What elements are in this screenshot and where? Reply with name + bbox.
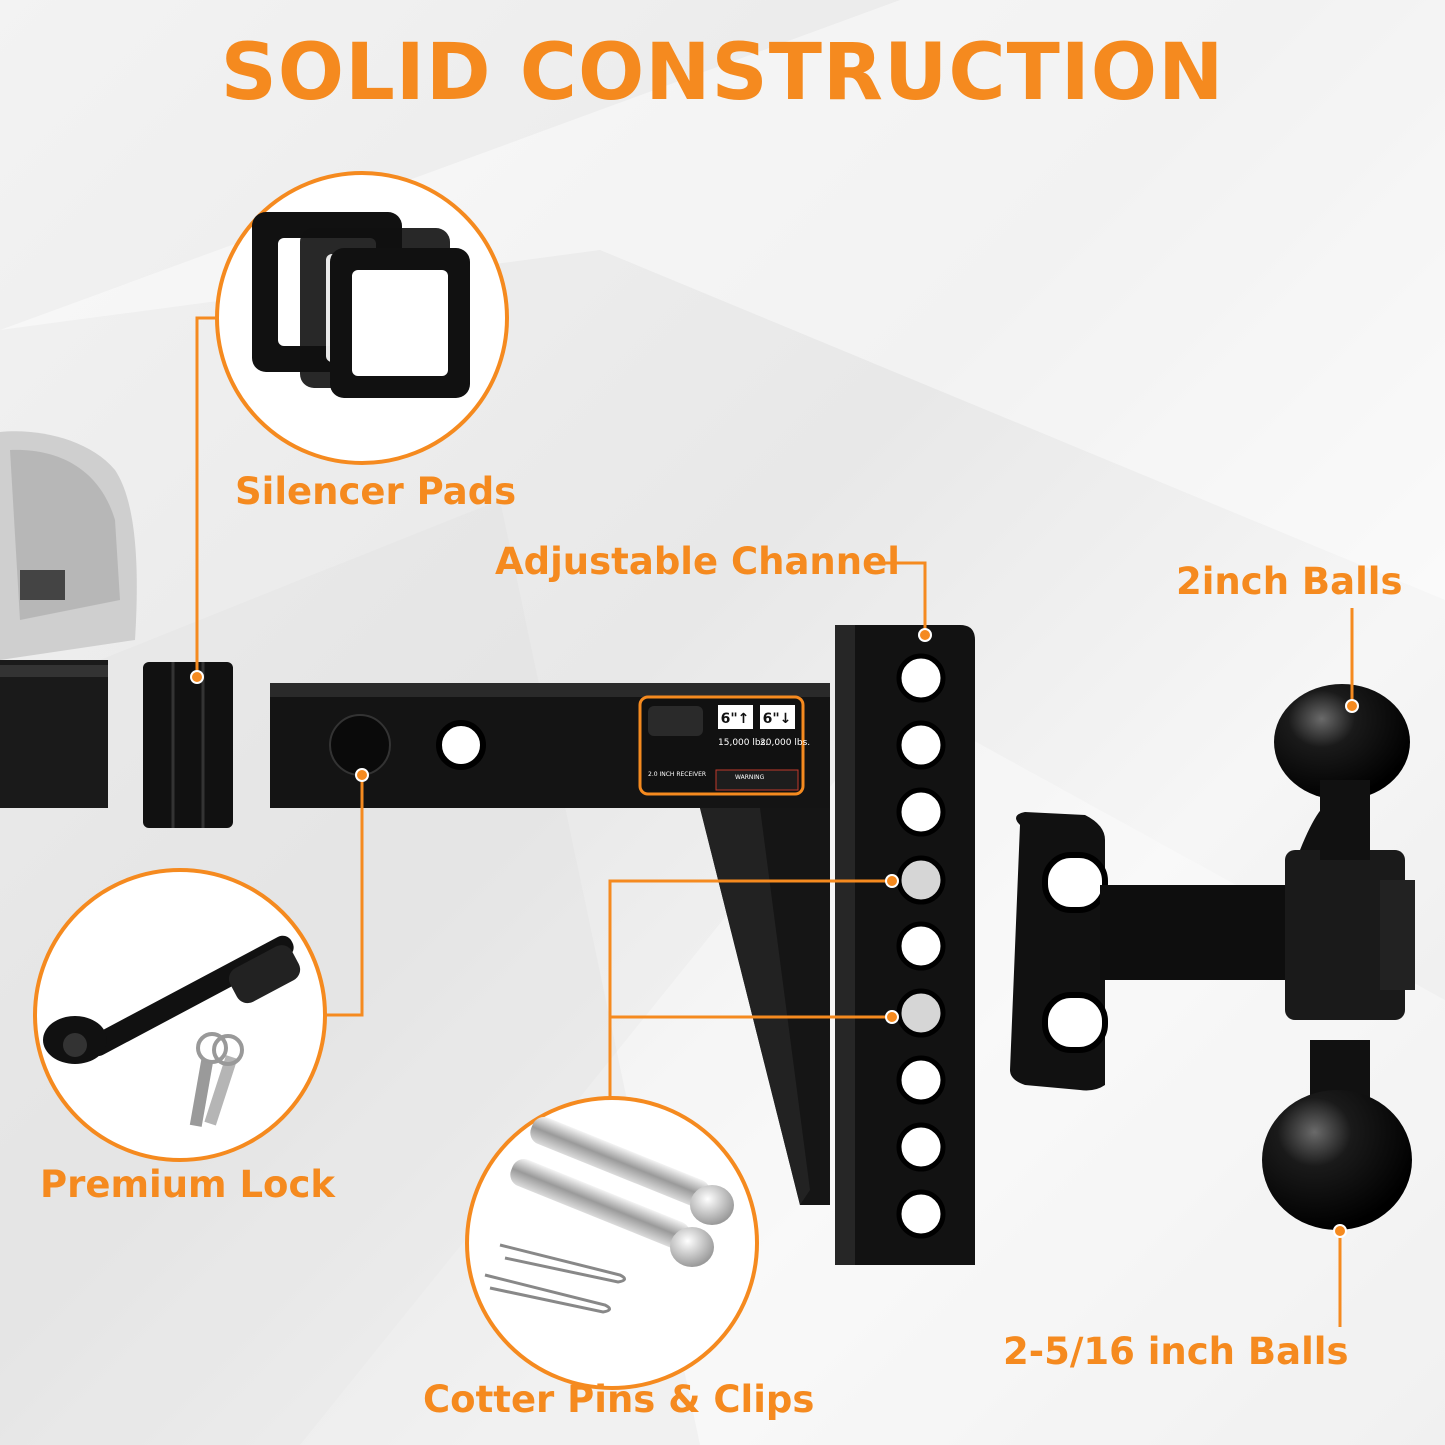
label-premium-lock: Premium Lock (40, 1163, 336, 1206)
premium-lock-callout (33, 868, 327, 1162)
channel-hole (896, 1189, 946, 1239)
vehicle-bumper (0, 431, 137, 808)
channel-hole (896, 921, 946, 971)
product-sticker: 6"↑ 6"↓ 15,000 lbs. 20,000 lbs. 2.0 INCH… (638, 695, 810, 796)
sticker-rise-badge: 6"↑ (721, 711, 750, 727)
sticker-rating-right: 20,000 lbs. (760, 738, 810, 748)
ball-mount-part (1010, 800, 1415, 1091)
silencer-pad-part (143, 662, 233, 828)
leader-lines (195, 316, 1354, 1327)
channel-hole (896, 720, 946, 770)
channel-holes (896, 653, 946, 1239)
two-inch-ball (1274, 684, 1410, 860)
label-silencer-pads: Silencer Pads (235, 470, 517, 513)
cotter-pins-image (484, 1117, 734, 1314)
leader-dots (190, 628, 1359, 1238)
label-two-inch-balls: 2inch Balls (1176, 560, 1403, 603)
channel-hole (896, 653, 946, 703)
sticker-product-line: 2.0 INCH RECEIVER (648, 771, 706, 778)
channel-hole (896, 1055, 946, 1105)
pinned-hole (896, 855, 946, 905)
lock-image (43, 935, 301, 1127)
sticker-rating-left: 15,000 lbs. (718, 738, 768, 748)
sticker-warning: WARNING (735, 774, 765, 781)
silencer-pads-image (252, 212, 470, 398)
label-adjustable-channel: Adjustable Channel (495, 540, 900, 583)
label-cotter-pins: Cotter Pins & Clips (423, 1378, 815, 1421)
large-ball (1262, 1040, 1412, 1230)
sticker-drop-badge: 6"↓ (763, 711, 792, 727)
page-title: SOLID CONSTRUCTION (220, 28, 1225, 118)
label-large-balls: 2-5/16 inch Balls (1003, 1330, 1349, 1373)
channel-hole (896, 787, 946, 837)
pinned-hole (896, 988, 946, 1038)
channel-hole (896, 1122, 946, 1172)
